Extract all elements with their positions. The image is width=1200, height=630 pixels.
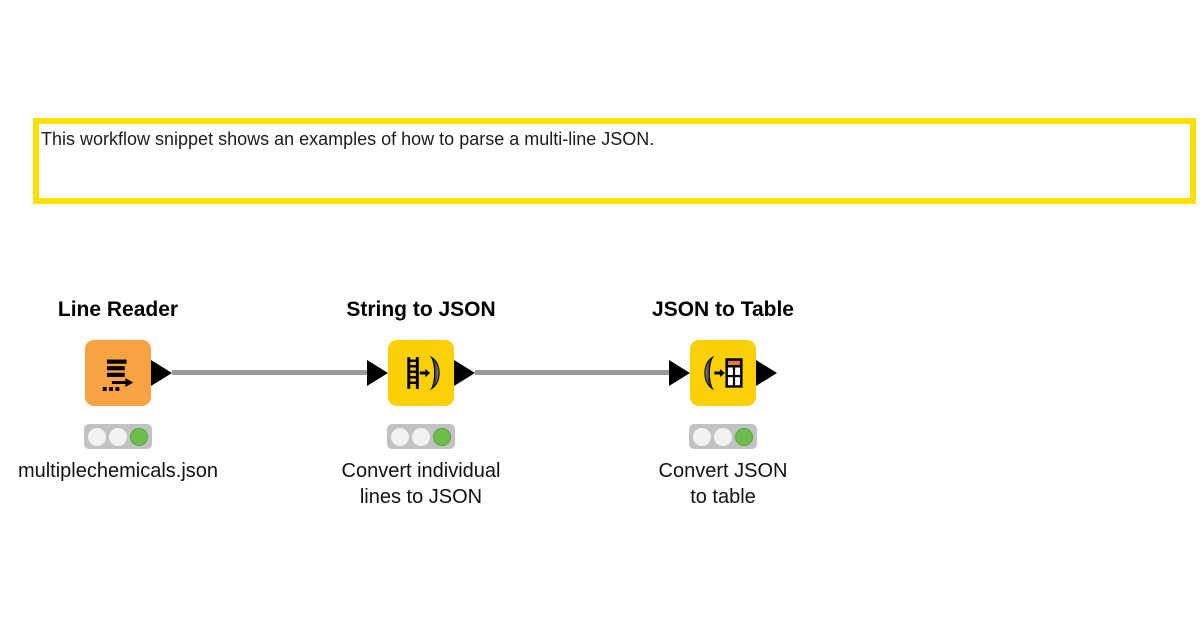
node-json-to-table[interactable]: JSON to Table Convert JSON to table [652, 298, 794, 508]
node-status-traffic-light [84, 424, 152, 449]
node-string-to-json[interactable]: String to JSON Convert individual [342, 298, 501, 508]
node-title: JSON to Table [652, 298, 794, 321]
output-port[interactable] [151, 360, 172, 386]
node-body[interactable] [669, 340, 777, 406]
input-port[interactable] [669, 360, 690, 386]
connection-string-to-json-to-json-to-table[interactable] [475, 370, 669, 375]
status-light-yellow [412, 427, 430, 446]
status-light-red [88, 427, 106, 446]
node-title: String to JSON [346, 298, 496, 321]
node-label: Convert JSON to table [658, 460, 788, 508]
line-reader-icon [102, 359, 134, 391]
node-title: Line Reader [57, 298, 179, 321]
input-port[interactable] [367, 360, 388, 386]
node-status-traffic-light [689, 424, 757, 449]
status-light-green [130, 427, 148, 446]
string-to-json-icon [407, 355, 440, 391]
status-light-yellow [714, 427, 732, 446]
node-status-traffic-light [387, 424, 455, 449]
node-label: Convert individual lines to JSON [341, 460, 501, 508]
status-light-yellow [109, 427, 127, 446]
status-light-green [433, 427, 451, 446]
node-line-reader[interactable]: Line Reader multiplechemicals.json [18, 298, 218, 482]
annotation-text: This workflow snippet shows an examples … [41, 129, 655, 149]
output-port[interactable] [454, 360, 475, 386]
output-port[interactable] [756, 360, 777, 386]
node-body[interactable] [85, 340, 172, 406]
node-label: multiplechemicals.json [17, 460, 219, 482]
connection-line-reader-to-string-to-json[interactable] [172, 370, 368, 375]
status-light-red [693, 427, 711, 446]
workflow-annotation[interactable]: This workflow snippet shows an examples … [33, 118, 1196, 204]
status-light-red [391, 427, 409, 446]
status-light-green [735, 427, 753, 446]
node-body[interactable] [367, 340, 475, 406]
json-to-table-icon [704, 355, 743, 391]
